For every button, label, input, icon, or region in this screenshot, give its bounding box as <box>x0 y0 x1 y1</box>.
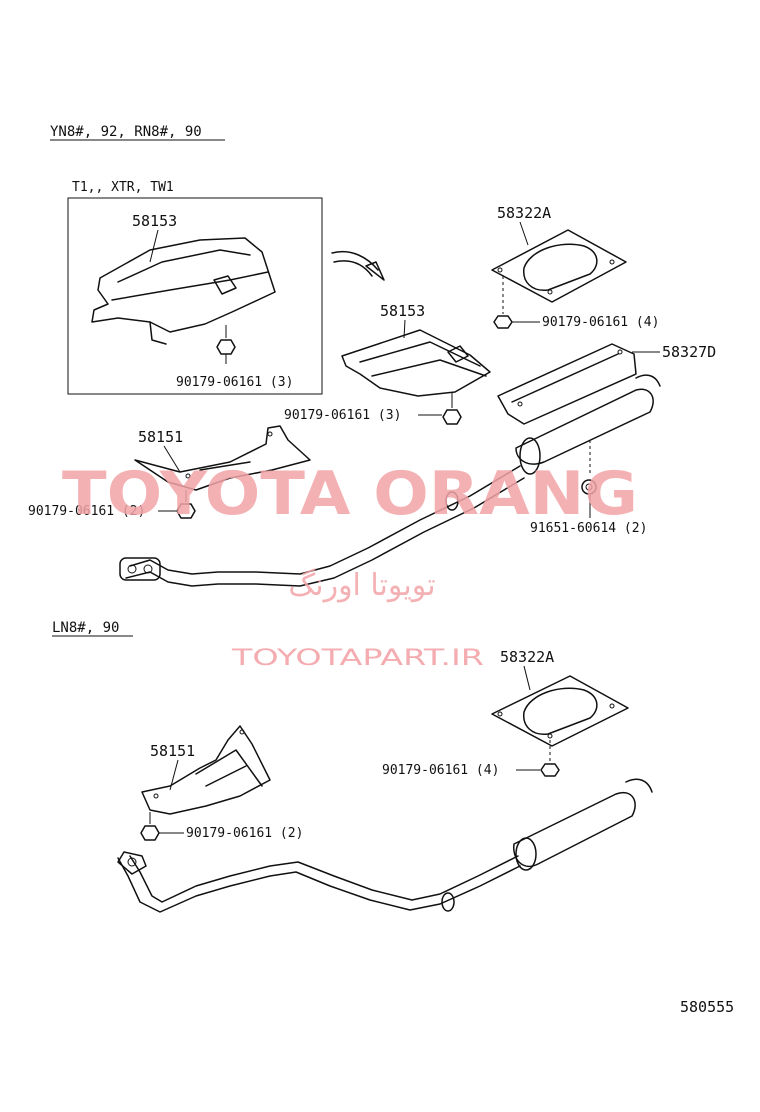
label-58151-top: 58151 <box>138 428 183 446</box>
heat-insulator-58322A-top <box>491 229 627 303</box>
variant-box <box>67 197 323 395</box>
direction-arrow-head <box>365 261 385 281</box>
leader-58322A-top <box>519 221 529 246</box>
heat-insulator-58322A-bottom <box>491 675 629 747</box>
label-58153-main: 58153 <box>380 302 425 320</box>
label-58322A-top: 58322A <box>497 204 551 222</box>
label-bolt-box: 90179-06161 (3) <box>176 375 293 390</box>
section-header-top: YN8#, 92, RN8#, 90 <box>50 124 202 140</box>
label-91651: 91651-60614 (2) <box>530 521 647 536</box>
heat-insulator-58327D <box>497 343 637 425</box>
nut-91651 <box>581 479 597 495</box>
heat-insulator-58153-box <box>91 237 276 345</box>
exhaust-pipe-top <box>119 374 661 587</box>
heat-insulator-58151-bottom <box>141 725 271 815</box>
label-58153-box: 58153 <box>132 212 177 230</box>
label-bolt-58151-bottom: 90179-06161 (2) <box>186 826 303 841</box>
variant-note: T1,, XTR, TW1 <box>72 180 174 195</box>
label-bolt-58153-main: 90179-06161 (3) <box>284 408 401 423</box>
watermark-persian: تویوتا اورنگ <box>288 568 435 603</box>
label-58322A-bottom: 58322A <box>500 648 554 666</box>
label-bolt-58151-top: 90179-06161 (2) <box>28 504 145 519</box>
section-header-bottom: LN8#, 90 <box>52 620 119 636</box>
bolt-icon <box>216 339 236 364</box>
watermark-brand: TOYOTA ORANG <box>62 459 638 529</box>
figure-number: 580555 <box>680 998 734 1016</box>
bolt-icon <box>176 503 196 519</box>
label-bolt-58322A-top: 90179-06161 (4) <box>542 315 659 330</box>
bolt-icon <box>140 825 160 841</box>
bolt-icon <box>493 315 513 329</box>
watermark-site: TOYOTAPART.IR <box>230 646 484 671</box>
heat-insulator-58151-top <box>134 425 311 491</box>
label-58327D: 58327D <box>662 343 716 361</box>
bolt-icon <box>540 763 560 777</box>
bolt-icon <box>442 409 462 425</box>
leader-58153-box <box>149 229 159 263</box>
label-58151-bottom: 58151 <box>150 742 195 760</box>
heat-insulator-58153-main <box>341 329 491 397</box>
direction-arrow <box>331 251 379 271</box>
label-bolt-58322A-bottom: 90179-06161 (4) <box>382 763 499 778</box>
exhaust-pipe-bottom <box>117 778 653 913</box>
